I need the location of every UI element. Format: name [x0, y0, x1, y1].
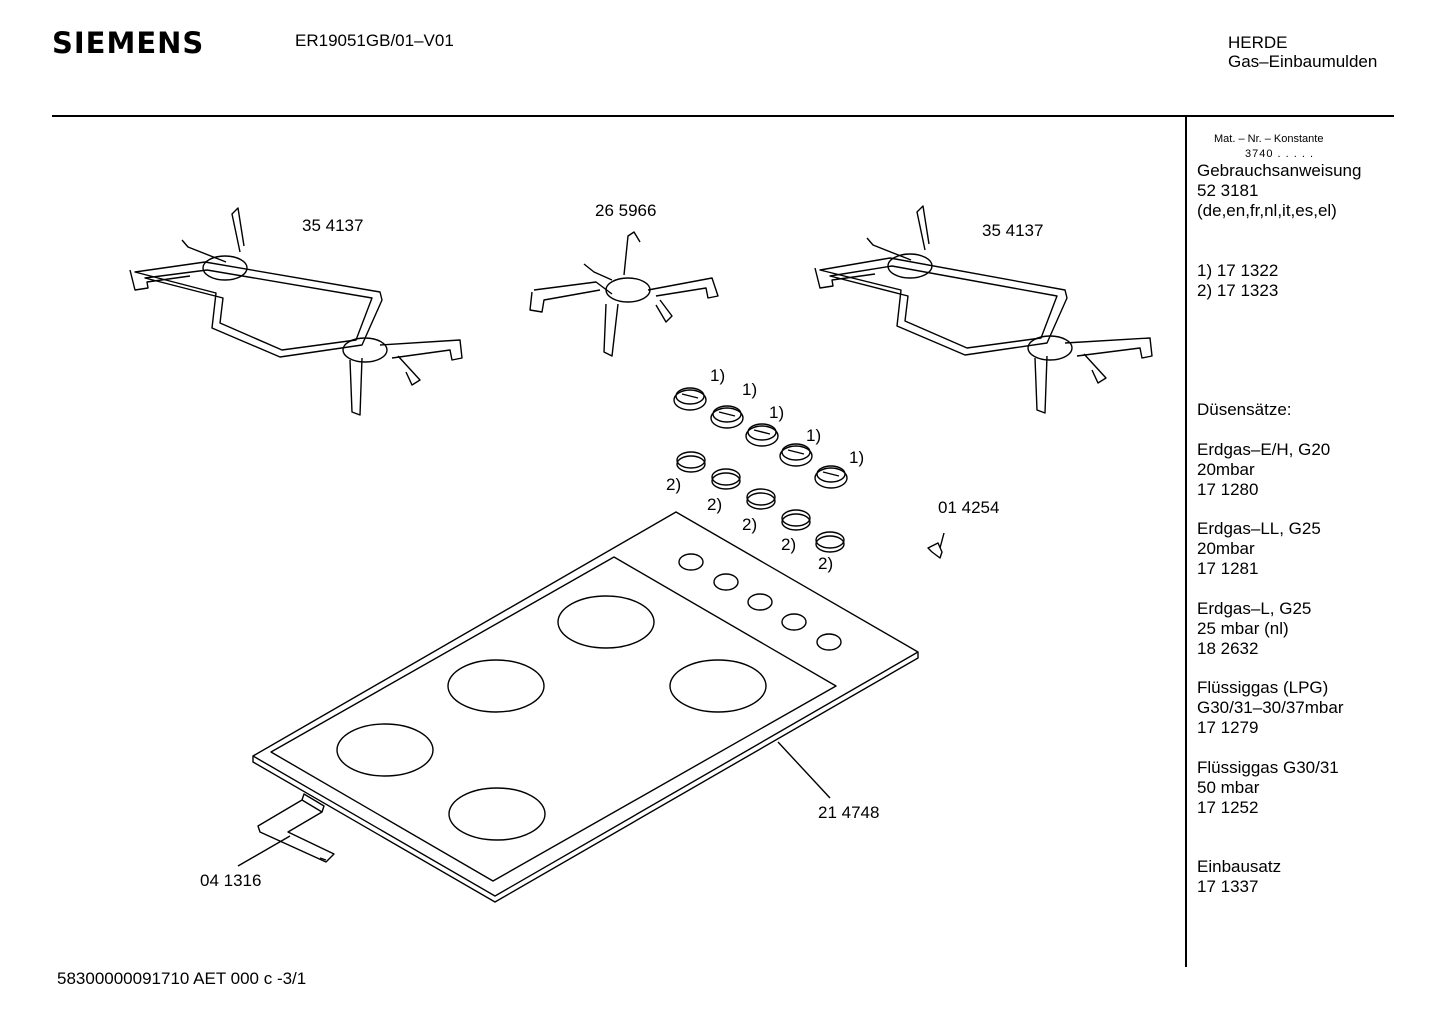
sidebar-line: 50 mbar	[1197, 778, 1260, 797]
ring	[711, 468, 741, 490]
sidebar-line: Einbausatz	[1197, 857, 1282, 876]
sidebar-line: 1) 17 1322	[1197, 261, 1279, 280]
category-subtitle: Gas–Einbaumulden	[1228, 52, 1378, 71]
sidebar-line: Erdgas–L, G25	[1197, 599, 1312, 618]
label-ring-ref: 2)	[707, 495, 722, 514]
sidebar-line: 52 3181	[1197, 181, 1259, 200]
label-grate-center: 26 5966	[595, 201, 656, 220]
ring	[781, 509, 811, 531]
label-grate-right: 35 4137	[982, 221, 1043, 240]
konstante-value: 3740 . . . . .	[1245, 148, 1315, 160]
label-clip: 01 4254	[938, 498, 999, 517]
document-code: 58300000091710 AET 000 c -3/1	[57, 969, 307, 988]
sidebar-line: 20mbar	[1197, 539, 1255, 558]
sidebar-line: 18 2632	[1197, 639, 1259, 658]
knobs	[673, 387, 848, 489]
sidebar-line: 17 1337	[1197, 877, 1259, 896]
sidebar-line: (de,en,fr,nl,it,es,el)	[1197, 201, 1337, 220]
knob	[710, 405, 744, 429]
grate-right	[814, 205, 1153, 414]
sidebar-line: 2) 17 1323	[1197, 281, 1279, 300]
label-ring-ref: 2)	[818, 554, 833, 573]
hob-top	[252, 511, 919, 903]
header-divider	[52, 115, 1394, 117]
grate-left	[129, 207, 463, 416]
label-hob-top: 21 4748	[818, 803, 879, 822]
ring	[746, 488, 776, 510]
label-knob-ref: 1)	[769, 403, 784, 422]
label-ring-ref: 2)	[666, 475, 681, 494]
label-knob-ref: 1)	[806, 426, 821, 445]
sidebar-line: 17 1281	[1197, 559, 1259, 578]
sidebar-line: Gebrauchsanweisung	[1197, 161, 1362, 180]
knob	[779, 443, 813, 467]
label-grate-left: 35 4137	[302, 216, 363, 235]
sidebar-line: G30/31–30/37mbar	[1197, 698, 1344, 717]
label-knob-ref: 1)	[742, 380, 757, 399]
sidebar-line: 25 mbar (nl)	[1197, 619, 1289, 638]
knob	[745, 423, 779, 447]
label-knob-ref: 1)	[710, 366, 725, 385]
exploded-diagram: 35 4137 26 5966 35 4137 1) 1) 1) 1) 1) 2…	[129, 201, 1153, 903]
clip-part	[927, 532, 945, 559]
sidebar-divider	[1185, 117, 1187, 967]
knob	[673, 387, 707, 411]
grate-center	[529, 231, 719, 357]
label-knob-ref: 1)	[849, 448, 864, 467]
model-number: ER19051GB/01–V01	[295, 31, 454, 50]
knob	[814, 465, 848, 489]
ring	[815, 531, 845, 553]
category-title: HERDE	[1228, 33, 1288, 52]
mat-konstante-label: Mat. – Nr. – Konstante	[1214, 133, 1324, 145]
sidebar-line: 17 1280	[1197, 480, 1259, 499]
sidebar-line: 17 1279	[1197, 718, 1259, 737]
label-ring-ref: 2)	[781, 535, 796, 554]
ring	[676, 451, 706, 473]
brand-logo: SIEMENS	[52, 26, 205, 60]
seal-part	[237, 793, 335, 867]
sidebar-line: Erdgas–E/H, G20	[1197, 440, 1331, 459]
seal-leader	[319, 857, 327, 861]
sidebar-line: Düsensätze:	[1197, 400, 1292, 419]
sidebar-line: 20mbar	[1197, 460, 1255, 479]
sidebar-line: Erdgas–LL, G25	[1197, 519, 1321, 538]
sidebar-line: 17 1252	[1197, 798, 1259, 817]
sidebar-line: Flüssiggas G30/31	[1197, 758, 1339, 777]
rings	[676, 451, 845, 553]
label-seal: 04 1316	[200, 871, 261, 890]
label-ring-ref: 2)	[742, 515, 757, 534]
sidebar-line: Flüssiggas (LPG)	[1197, 678, 1329, 697]
